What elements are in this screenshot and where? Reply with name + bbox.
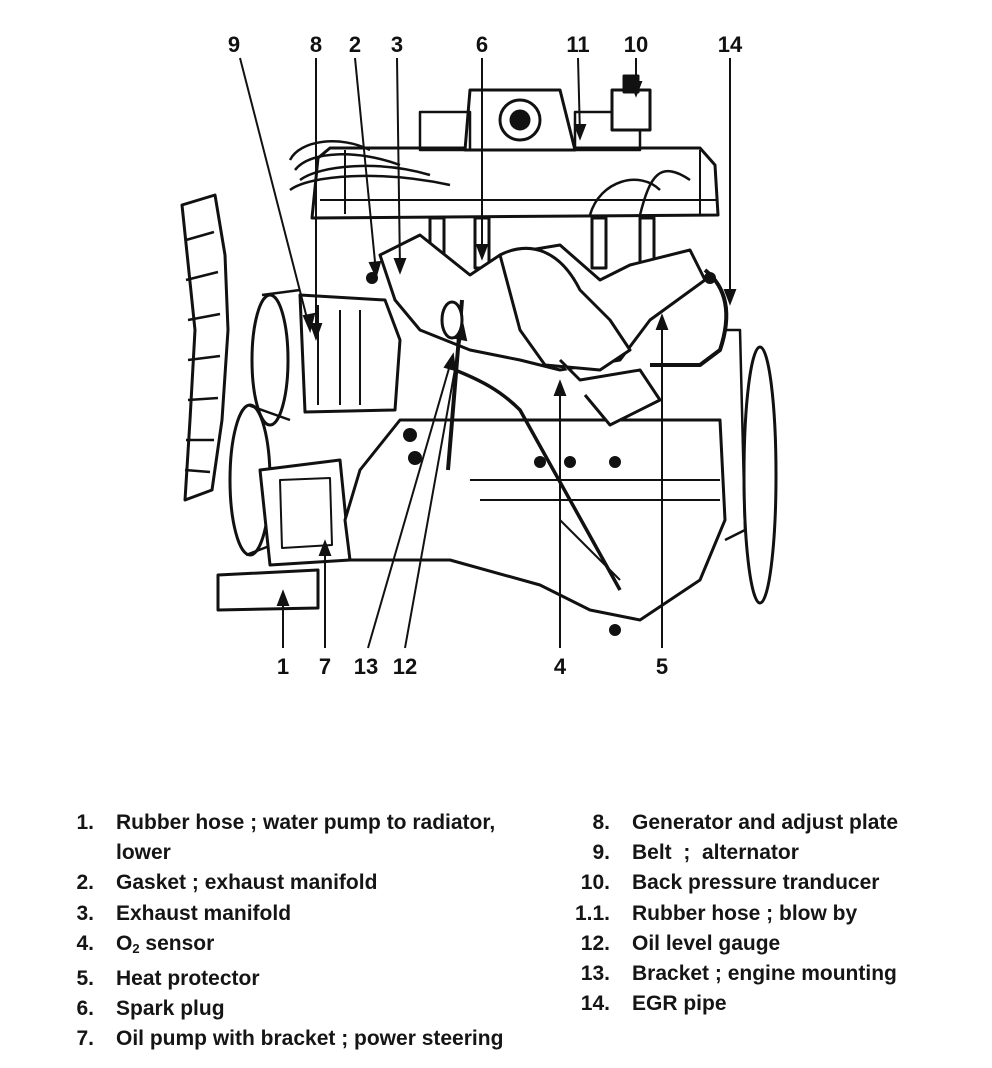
- legend-text: Gasket ; exhaust manifold: [116, 871, 378, 895]
- legend-text: Exhaust manifold: [116, 901, 292, 925]
- legend-left-column: 1. Rubber hose ; water pump to radiator,…: [44, 808, 544, 1055]
- legend-text: EGR pipe: [632, 992, 727, 1016]
- legend-item-7: 7. Oil pump with bracket ; power steerin…: [44, 1024, 544, 1054]
- legend-item-10: 10. Back pressure tranducer: [566, 868, 986, 898]
- legend-item-4: 4. O2 sensor: [44, 929, 544, 964]
- legend-text: Generator and adjust plate: [632, 811, 899, 834]
- heat-protector: [498, 246, 632, 372]
- legend-item-3: 3. Exhaust manifold: [44, 899, 544, 929]
- legend-item-1: 1. Rubber hose ; water pump to radiator,…: [44, 808, 544, 868]
- callout-leaders: [239, 57, 737, 649]
- legend-text: Belt ; alternator: [632, 841, 799, 865]
- legend-item-8: 8. Generator and adjust plate: [566, 808, 986, 838]
- legend-text: Oil pump with bracket ; power steering: [116, 1027, 504, 1051]
- legend-text: Bracket ; engine mounting: [632, 962, 897, 986]
- legend-text: Back pressure tranducer: [632, 871, 880, 895]
- legend-item-9: 9. Belt ; alternator: [566, 838, 986, 868]
- back-pressure-transducer: [610, 88, 652, 132]
- engine-block: [343, 418, 727, 622]
- legend-item-13: 13. Bracket ; engine mounting: [566, 959, 986, 989]
- legend-item-14: 14. EGR pipe: [566, 989, 986, 1019]
- legend-text: Oil level gauge: [632, 931, 781, 955]
- callout-11: 11: [566, 32, 589, 57]
- legend-number: 9.: [592, 841, 610, 865]
- legend-number: 6.: [76, 997, 94, 1021]
- legend-number: 13.: [580, 962, 610, 986]
- right-pulley: [742, 345, 778, 605]
- legend-number: 7.: [76, 1027, 94, 1051]
- legend-item-2: 2. Gasket ; exhaust manifold: [44, 868, 544, 898]
- legend-number: 4.: [76, 931, 94, 955]
- spark-plug-wires: [288, 140, 691, 216]
- legend-text: Spark plug: [116, 997, 225, 1021]
- legend-text: Rubber hose ; water pump to radiator, lo…: [116, 811, 496, 865]
- legend-number: 14.: [580, 992, 610, 1016]
- legend-text: O2 sensor: [116, 929, 526, 964]
- legend-text: Rubber hose ; blow by: [632, 901, 858, 925]
- legend-item-11: 1.1. Rubber hose ; blow by: [566, 899, 986, 929]
- lower-radiator-hose: [216, 568, 320, 612]
- legend-number: 8.: [592, 811, 610, 834]
- legend-number: 3.: [76, 901, 94, 925]
- cooling-fan: [180, 193, 230, 502]
- legend-item-12: 12. Oil level gauge: [566, 929, 986, 959]
- callout-labels: 9 8 2 3 6 11 10 14 1 7 13 12 4 5: [228, 32, 743, 679]
- callout-9: 9: [228, 32, 240, 57]
- engine-drawing: [180, 74, 778, 636]
- callout-2: 2: [349, 32, 361, 57]
- legend-number: 10.: [580, 871, 610, 895]
- engine-diagram: 9 8 2 3 6 11 10 14 1 7 13 12 4 5: [180, 32, 778, 679]
- legend-number: 5.: [76, 967, 94, 991]
- power-steering-pump: [258, 458, 352, 567]
- callout-5: 5: [656, 654, 668, 679]
- legend-item-6: 6. Spark plug: [44, 994, 544, 1024]
- callout-6-top: 6: [476, 32, 488, 57]
- legend-number: 1.1.: [574, 901, 610, 925]
- callout-4: 4: [554, 654, 567, 679]
- callout-13: 13: [354, 654, 378, 679]
- callout-3: 3: [391, 32, 403, 57]
- legend-number: 2.: [76, 871, 94, 895]
- callout-12: 12: [393, 654, 417, 679]
- callout-7: 7: [319, 654, 331, 679]
- generator: [298, 293, 402, 414]
- legend-item-5: 5. Heat protector: [44, 964, 544, 994]
- legend-right-column: 8. Generator and adjust plate 9. Belt ; …: [566, 808, 986, 1019]
- o2-prefix: O: [116, 931, 133, 955]
- legend-text: Heat protector: [116, 967, 260, 991]
- callout-10: 10: [624, 32, 648, 57]
- legend-number: 12.: [580, 931, 610, 955]
- legend-number: 1.: [76, 811, 94, 834]
- o2-sensor: [558, 358, 662, 427]
- callout-8: 8: [310, 32, 322, 57]
- o2-suffix: sensor: [139, 931, 215, 955]
- callout-14: 14: [718, 32, 743, 57]
- callout-1: 1: [277, 654, 289, 679]
- o2-subscript: 2: [132, 940, 140, 956]
